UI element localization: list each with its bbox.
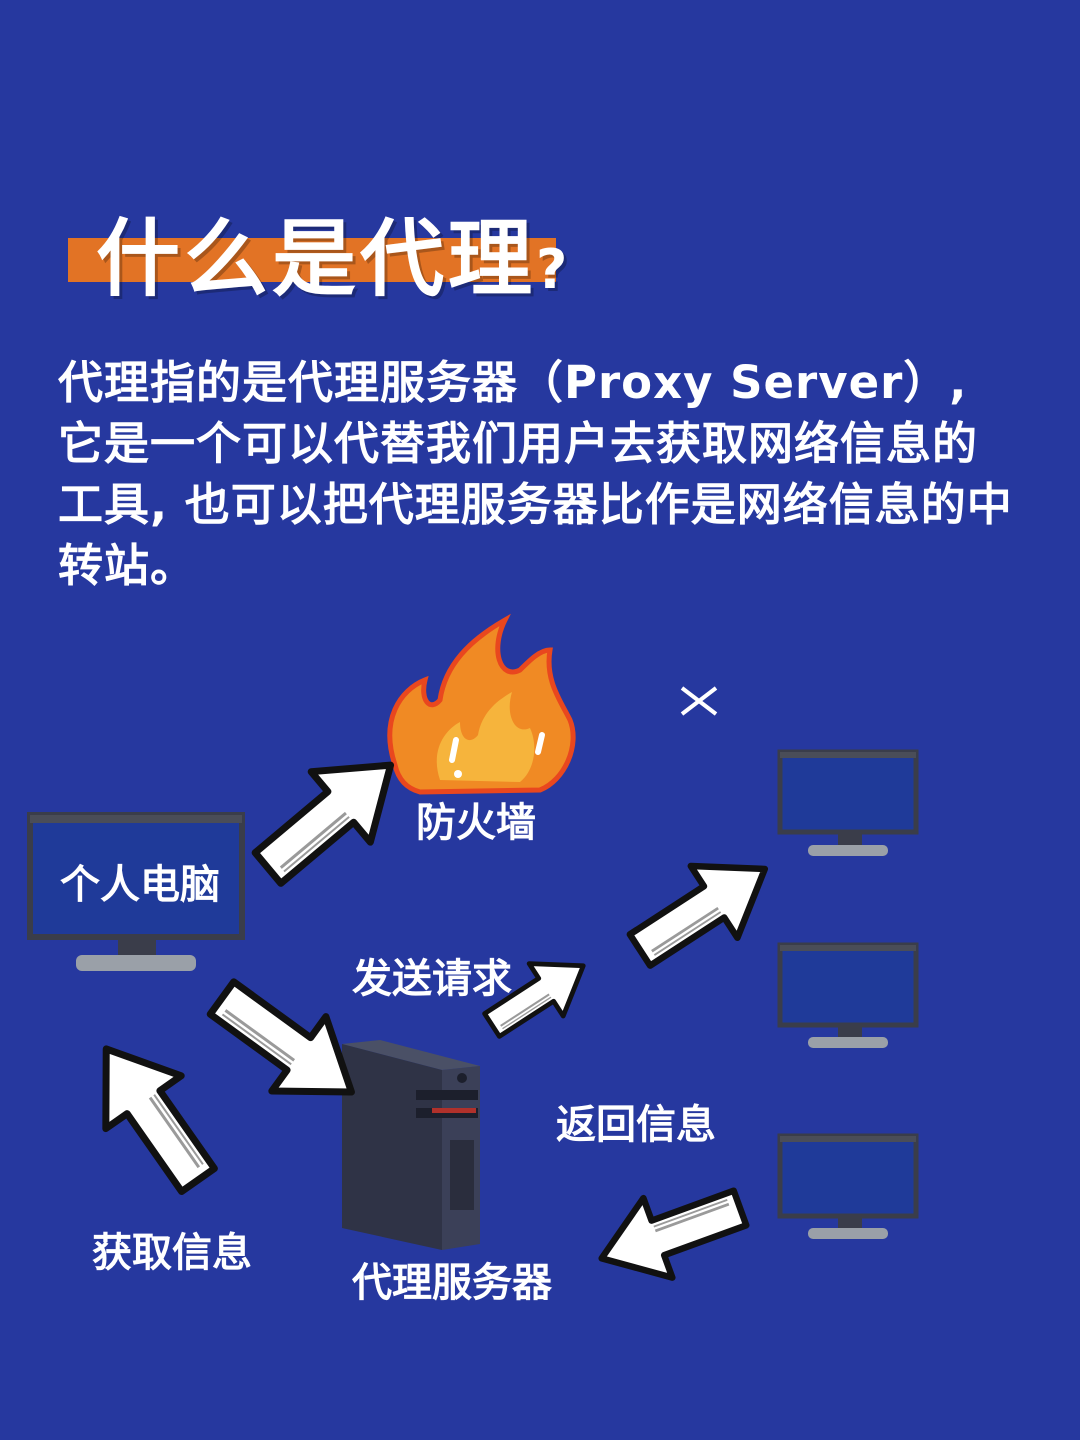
target-server-monitor-2-icon: [777, 942, 919, 1048]
blocked-x-icon: [680, 686, 718, 716]
target-server-monitor-3-icon: [777, 1133, 919, 1239]
personal-computer-label: 个人电脑: [60, 862, 220, 908]
fire-icon: [387, 613, 576, 795]
target-server-monitor-1-icon: [777, 749, 919, 856]
personal-computer-icon: [27, 812, 245, 971]
intro-paragraph: 代理指的是代理服务器（Proxy Server）, 它是一个可以代替我们用户去获…: [58, 356, 1013, 592]
arrow-to-target-monitor: [617, 833, 788, 986]
title-highlight-bar: [68, 238, 556, 282]
arrow-target-to-proxy: [587, 1168, 754, 1298]
title-question-mark: ?: [536, 238, 572, 301]
arrow-proxy-to-pc: [69, 1023, 236, 1207]
proxy-server-label: 代理服务器: [352, 1260, 552, 1306]
page-title: 什么是代理?: [96, 192, 571, 313]
send-request-label: 发送请求: [352, 956, 512, 1002]
title-text: 什么是代理: [96, 210, 537, 308]
get-info-label: 获取信息: [92, 1230, 252, 1276]
proxy-server-tower-icon: [342, 1040, 480, 1250]
firewall-label: 防火墙: [416, 800, 536, 846]
return-info-label: 返回信息: [556, 1102, 716, 1148]
